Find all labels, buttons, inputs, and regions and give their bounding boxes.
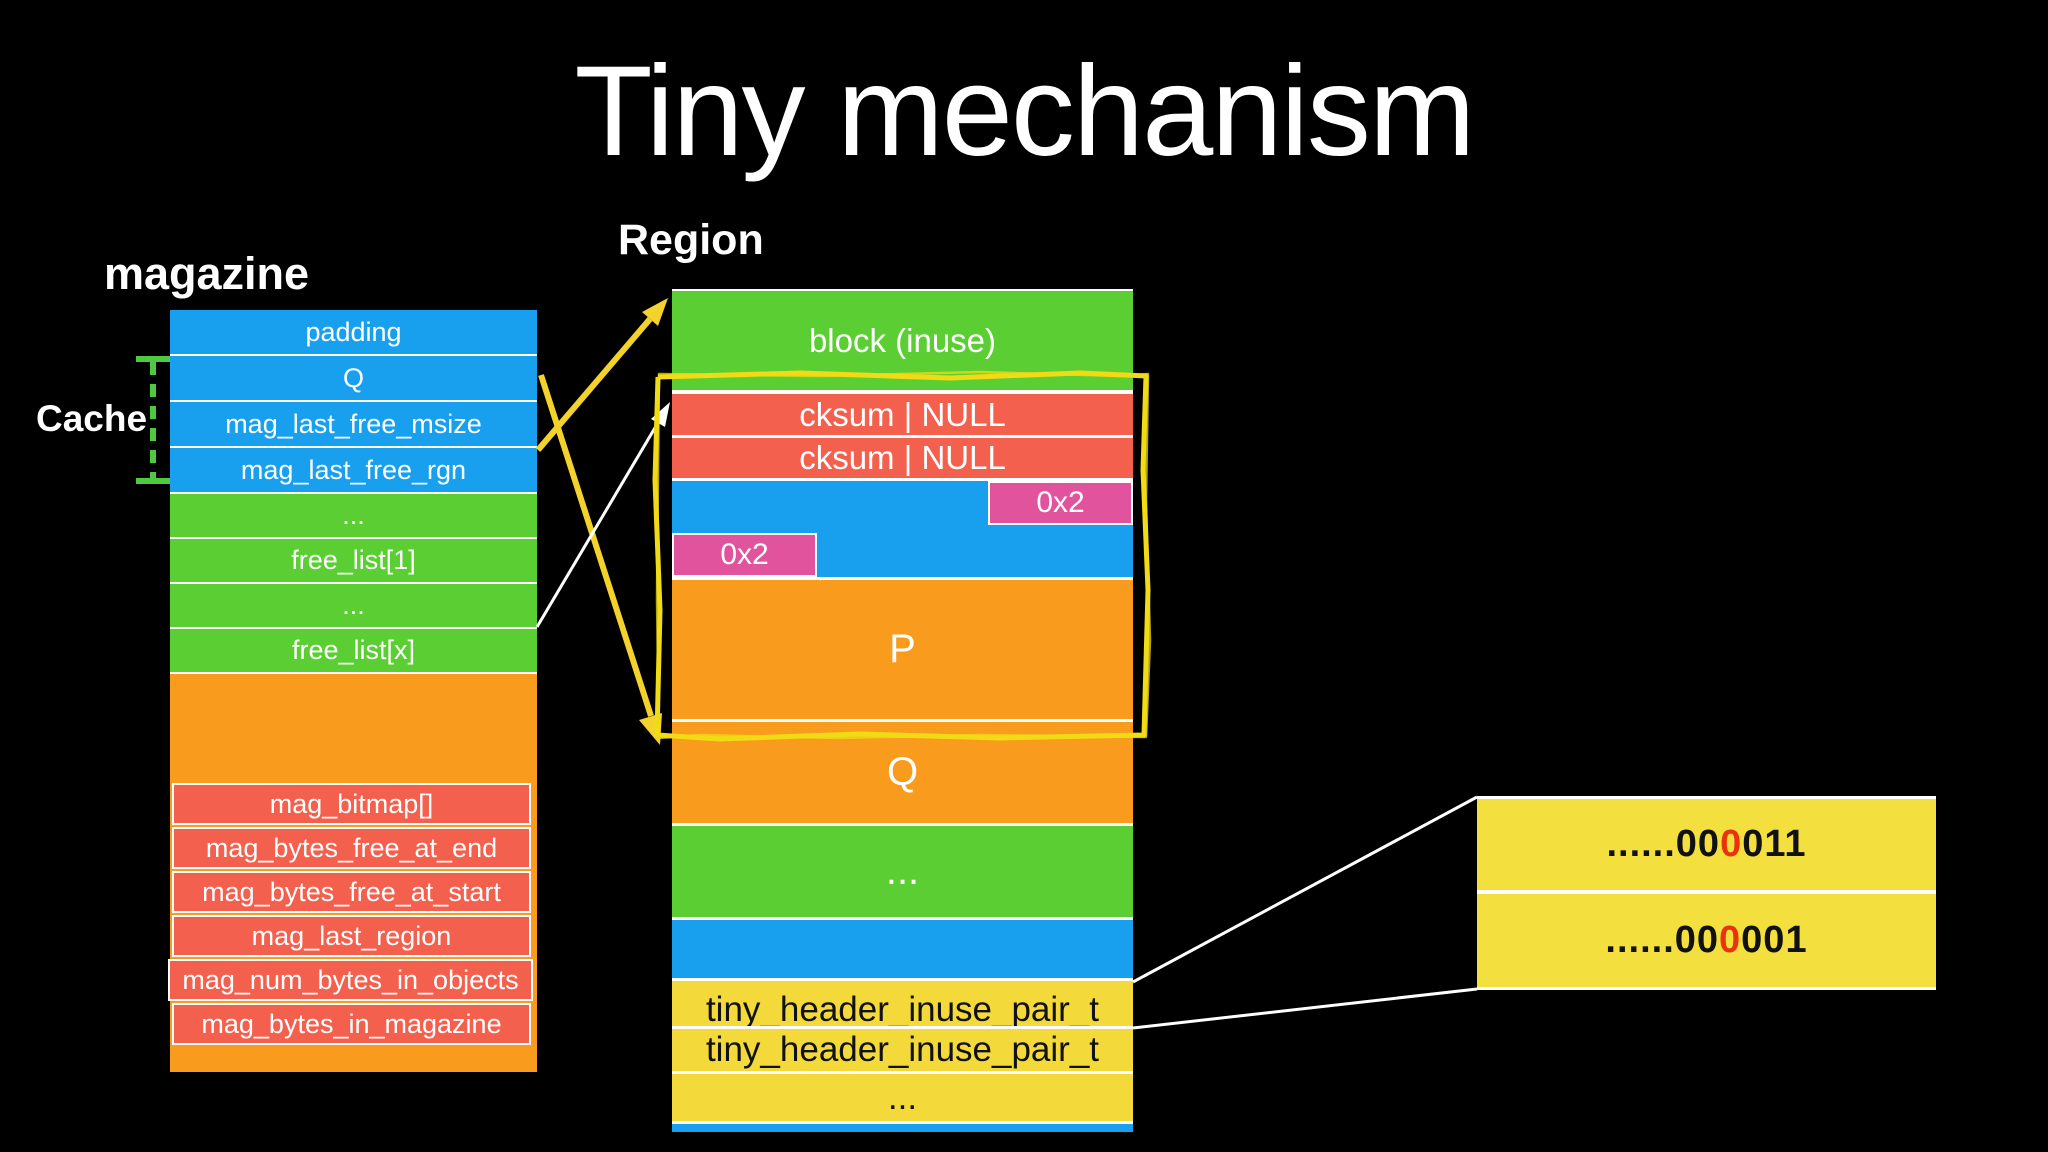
bit-prefix: ......00 [1605, 919, 1720, 961]
magazine-row-mag-last-region: mag_last_region [172, 915, 531, 957]
cache-label: Cache [36, 398, 148, 439]
arrow-freelist-to-cksum [535, 420, 661, 628]
magazine-row-free-list-x: free_list[x] [170, 629, 537, 672]
region-blue-sliver [672, 1124, 1133, 1132]
region-column: block (inuse) cksum | NULL cksum | NULL … [672, 289, 1133, 1132]
region-label: Region [618, 216, 764, 264]
row-label: mag_bytes_free_at_start [202, 876, 501, 907]
bit-suffix: 001 [1741, 919, 1808, 961]
row-label: cksum | NULL [799, 439, 1006, 476]
magazine-row-mag-last-free-rgn: mag_last_free_rgn [170, 448, 537, 492]
region-ellipsis-block: ... [672, 826, 1133, 917]
connector-tiny-header-to-bits-1 [1132, 795, 1478, 984]
magazine-row-free-list-1: free_list[1] [170, 539, 537, 582]
row-label: mag_num_bytes_in_objects [182, 964, 519, 995]
region-block-p: P [672, 580, 1133, 719]
tag-label: 0x2 [1036, 486, 1085, 519]
magazine-row-mag-bitmap: mag_bitmap[] [172, 783, 531, 825]
bit-suffix: 011 [1742, 823, 1807, 865]
row-label: ... [342, 590, 365, 620]
region-cksum-row-1: cksum | NULL [672, 394, 1133, 435]
region-block-inuse: block (inuse) [672, 291, 1133, 390]
row-label: cksum | NULL [799, 395, 1006, 433]
magazine-row-q: Q [170, 356, 537, 400]
row-label: mag_bytes_in_magazine [201, 1008, 502, 1039]
region-inuse-tag-left: 0x2 [672, 533, 817, 577]
row-label: padding [305, 316, 402, 347]
region-cksum-row-2: cksum | NULL [672, 438, 1133, 478]
region-blue-block-2 [672, 920, 1133, 978]
magazine-row-ellipsis-1: ... [170, 494, 537, 537]
row-label: block (inuse) [808, 321, 997, 359]
region-block-q: Q [672, 722, 1133, 823]
magazine-row-mag-num-bytes-in-objects: mag_num_bytes_in_objects [168, 959, 533, 1001]
region-tiny-header-row-1: tiny_header_inuse_pair_t [672, 981, 1133, 1026]
arrow-rgn-to-region [535, 317, 653, 452]
arrow-freelist-to-cksum-head [651, 402, 670, 427]
region-inuse-tag-right: 0x2 [988, 481, 1133, 525]
arrow-q-to-boundary [538, 374, 654, 717]
magazine-row-mag-last-free-msize: mag_last_free_msize [170, 402, 537, 446]
bit-prefix: ......00 [1606, 823, 1721, 865]
bit-red-digit: 0 [1719, 919, 1742, 961]
arrow-rgn-to-region-head [642, 298, 668, 326]
connector-tiny-header-to-bits-2 [1132, 987, 1478, 1030]
magazine-column: padding Q mag_last_free_msize mag_last_f… [168, 310, 537, 1072]
bit-red-digit: 0 [1720, 823, 1743, 865]
row-label: mag_bytes_free_at_end [205, 832, 498, 863]
row-label: ... [885, 849, 920, 893]
row-label: tiny_header_inuse_pair_t [705, 1030, 1100, 1069]
row-label: tiny_header_inuse_pair_t [705, 990, 1100, 1026]
row-label: Q [342, 362, 364, 393]
row-label: ... [342, 500, 365, 530]
slide-title: Tiny mechanism [574, 40, 1475, 183]
magazine-row-mag-bytes-free-at-end: mag_bytes_free_at_end [172, 827, 531, 869]
row-label: ... [887, 1077, 918, 1117]
row-label: free_list[x] [291, 635, 416, 665]
row-label: Q [886, 750, 919, 794]
region-tiny-ellipsis-row: ... [672, 1074, 1133, 1121]
magazine-row-mag-bytes-in-magazine: mag_bytes_in_magazine [172, 1003, 531, 1045]
magazine-label: magazine [104, 248, 310, 299]
magazine-row-mag-bytes-free-at-start: mag_bytes_free_at_start [172, 871, 531, 913]
row-label: free_list[1] [291, 545, 416, 575]
tag-label: 0x2 [720, 538, 769, 571]
row-label: mag_last_free_rgn [240, 454, 467, 485]
arrow-q-to-boundary-head [639, 713, 662, 745]
row-label: P [889, 627, 916, 671]
magazine-row-ellipsis-2: ... [170, 584, 537, 627]
region-tiny-header-row-2: tiny_header_inuse_pair_t [672, 1029, 1133, 1071]
row-label: mag_last_free_msize [225, 408, 482, 439]
row-label: mag_bitmap[] [269, 788, 434, 819]
row-label: mag_last_region [251, 920, 452, 951]
magazine-row-padding: padding [170, 310, 537, 354]
